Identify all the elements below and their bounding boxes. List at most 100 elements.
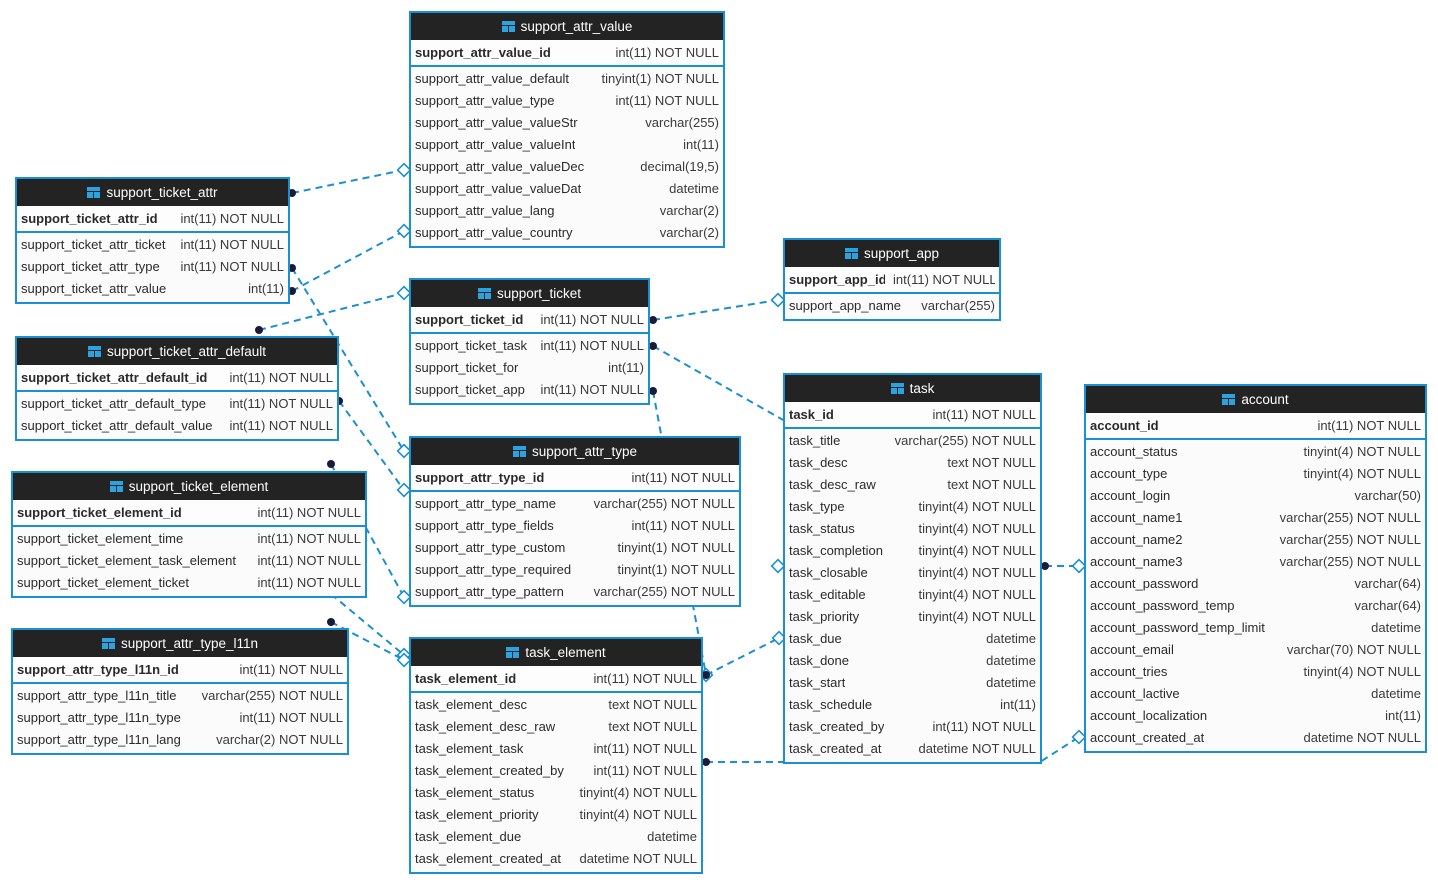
primary-key-name: support_ticket_element_id xyxy=(17,505,182,520)
table-icon xyxy=(1222,394,1236,405)
relation-line xyxy=(291,169,405,194)
field-type: datetime xyxy=(986,631,1036,646)
relation-endpoint-dot xyxy=(649,387,657,395)
field-type: int(11) NOT NULL xyxy=(180,259,284,274)
table-icon xyxy=(512,446,526,457)
field-type: tinyint(4) NOT NULL xyxy=(918,521,1036,536)
field-name: task_title xyxy=(789,433,841,448)
field-type: varchar(70) NOT NULL xyxy=(1286,642,1421,657)
primary-key-type: int(11) NOT NULL xyxy=(593,671,697,686)
primary-key-row: support_ticket_element_id int(11) NOT NUL… xyxy=(13,500,365,525)
primary-key-type: int(11) NOT NULL xyxy=(180,211,284,226)
field-name: task_element_created_at xyxy=(415,851,561,866)
entity-header: support_attr_type xyxy=(411,438,739,465)
field-type: tinyint(1) NOT NULL xyxy=(617,540,735,555)
field-name: account_name1 xyxy=(1090,510,1183,525)
fields-section: task_title varchar(255) NOT NULL task_desc… xyxy=(785,429,1040,762)
primary-key-name: support_attr_type_id xyxy=(415,470,545,485)
field-name: task_schedule xyxy=(789,697,873,712)
relation-endpoint-dot xyxy=(327,460,335,468)
field-type: text NOT NULL xyxy=(608,697,697,712)
primary-key-name: support_ticket_attr_default_id xyxy=(21,370,208,385)
field-name: account_type xyxy=(1090,466,1168,481)
entity-header: support_ticket xyxy=(411,280,648,307)
entity-title: support_attr_value xyxy=(520,19,633,34)
primary-key-type: int(11) NOT NULL xyxy=(932,407,1036,422)
field-type: datetime xyxy=(1371,686,1421,701)
field-name: support_ticket_attr_default_value xyxy=(21,418,213,433)
field-name: account_created_at xyxy=(1090,730,1205,745)
table-icon xyxy=(87,187,101,198)
entity-header: support_ticket_attr xyxy=(17,179,288,206)
field-name: support_app_name xyxy=(789,298,902,313)
field-name: account_password_temp xyxy=(1090,598,1235,613)
field-name: account_email xyxy=(1090,642,1174,657)
field-name: support_ticket_app xyxy=(415,382,525,397)
field-name: support_ticket_element_time xyxy=(17,531,184,546)
entity-title: support_attr_type_l11n xyxy=(120,636,259,651)
field-type: int(11) NOT NULL xyxy=(180,237,284,252)
field-type: tinyint(1) NOT NULL xyxy=(601,71,719,86)
table-icon xyxy=(844,248,858,259)
field-type: varchar(64) xyxy=(1354,576,1421,591)
field-name: support_ticket_element_ticket xyxy=(17,575,189,590)
primary-key-type: int(11) NOT NULL xyxy=(257,505,361,520)
entity-table-support_ticket_attr[interactable]: support_ticket_attr support_ticket_attr_i… xyxy=(15,177,290,304)
entity-table-support_attr_type_l11n[interactable]: support_attr_type_l11n support_attr_type_… xyxy=(11,628,349,755)
entity-title: support_ticket_attr xyxy=(106,185,218,200)
field-name: task_type xyxy=(789,499,845,514)
field-row: account_email varchar(70) NOT NULL xyxy=(1086,639,1425,661)
field-type: text NOT NULL xyxy=(947,455,1036,470)
field-type: varchar(255) NOT NULL xyxy=(894,433,1036,448)
field-name: support_attr_type_pattern xyxy=(415,584,564,599)
field-name: support_attr_type_required xyxy=(415,562,572,577)
field-type: int(11) NOT NULL xyxy=(239,710,343,725)
field-type: datetime xyxy=(647,829,697,844)
field-name: support_ticket_for xyxy=(415,360,519,375)
field-type: int(11) xyxy=(248,281,284,296)
field-type: text NOT NULL xyxy=(947,477,1036,492)
field-row: support_app_name varchar(255) xyxy=(785,295,999,317)
primary-key-name: support_attr_type_l11n_id xyxy=(17,662,179,677)
field-type: varchar(255) NOT NULL xyxy=(593,496,735,511)
field-name: task_created_at xyxy=(789,741,882,756)
field-name: task_element_desc xyxy=(415,697,528,712)
field-name: task_element_created_by xyxy=(415,763,564,778)
field-type: varchar(255) xyxy=(921,298,995,313)
